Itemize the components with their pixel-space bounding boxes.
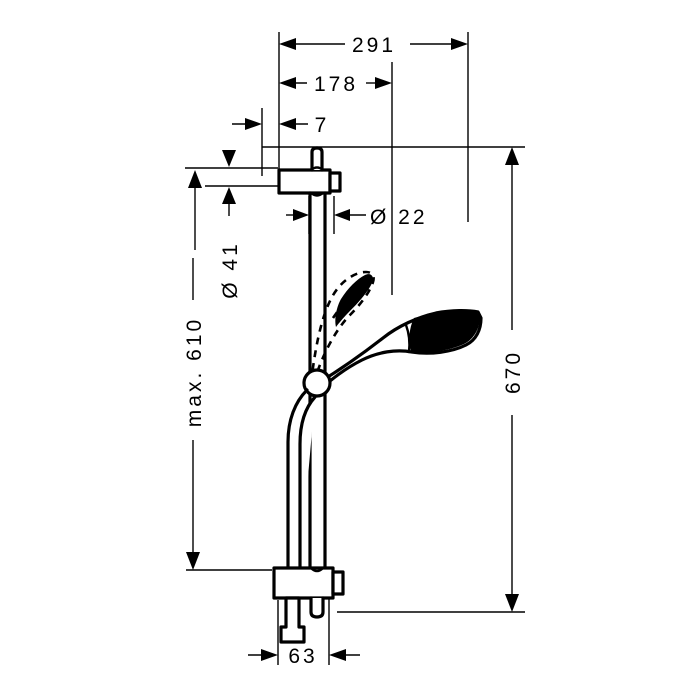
dim-291-arrow-left — [279, 38, 296, 50]
dim-670-arrow-up — [505, 147, 519, 165]
outlet-collar — [331, 570, 345, 596]
bracket-neck-bottom — [309, 191, 325, 197]
dim-7-label: 7 — [315, 114, 330, 137]
handset-slider-holder — [302, 368, 332, 398]
dim-178-label: 178 — [314, 73, 358, 96]
dimension-670: 670 — [502, 147, 525, 612]
dimension-max-610: max. 610 — [183, 258, 206, 570]
dimension-291: 291 — [279, 34, 468, 57]
bracket-arrow-up — [222, 187, 236, 204]
handset-lowered-head-fill — [409, 311, 480, 353]
dim-41-label: Ø 41 — [219, 241, 242, 299]
dim-63-arrow-left — [329, 649, 346, 661]
dim-178-arrow-right — [375, 77, 392, 89]
dimension-dia-22: Ø 22 — [286, 196, 428, 234]
dim-7-arrow-right — [279, 118, 296, 130]
dim-63-arrow-right — [261, 649, 278, 661]
dim-610-arrow-down — [186, 552, 200, 570]
dim-7-arrow-left — [245, 118, 262, 130]
outlet-body — [272, 566, 335, 600]
dimension-178: 178 — [279, 73, 392, 96]
dimension-dia-41: Ø 41 — [188, 170, 242, 299]
dimension-7: 7 — [232, 114, 330, 137]
dim-22-label: Ø 22 — [370, 206, 428, 229]
dim-178-arrow-left — [279, 77, 296, 89]
bracket-vertical-arrows — [222, 150, 236, 216]
dim-41-arrow-up — [188, 170, 202, 188]
handset-raised-grip-line — [331, 288, 359, 319]
hand-shower-lowered — [313, 309, 483, 392]
outlet-neck-top — [309, 566, 325, 573]
top-wall-bracket — [277, 146, 342, 197]
dim-670-arrow-down — [505, 594, 519, 612]
handset-lowered-grip-line — [404, 323, 411, 354]
dim-291-label: 291 — [352, 34, 396, 57]
slider-ring — [302, 368, 332, 398]
dim-610-label: max. 610 — [183, 317, 206, 427]
hose-connector-nut — [279, 596, 306, 644]
bracket-wall-plate — [277, 168, 332, 195]
dimension-63: 63 — [248, 645, 360, 668]
bracket-top-stub — [310, 146, 324, 172]
bottom-wall-bracket-outlet — [272, 566, 345, 619]
dim-670-label: 670 — [502, 350, 525, 394]
handset-raised-head-fill — [335, 274, 374, 327]
dim-63-label: 63 — [288, 645, 317, 668]
dim-22-arrow-left — [334, 209, 350, 221]
dim-291-arrow-right — [451, 38, 468, 50]
shower-hose — [286, 388, 317, 570]
hose-inner-edge — [298, 395, 317, 570]
bracket-neck-top — [309, 166, 325, 172]
bracket-arrow-down — [222, 150, 236, 167]
dim-22-arrow-right — [293, 209, 309, 221]
extension-lines — [185, 32, 525, 665]
bracket-collar — [328, 171, 342, 193]
hose-connector-shape — [279, 596, 306, 644]
outlet-nozzle — [309, 596, 325, 619]
